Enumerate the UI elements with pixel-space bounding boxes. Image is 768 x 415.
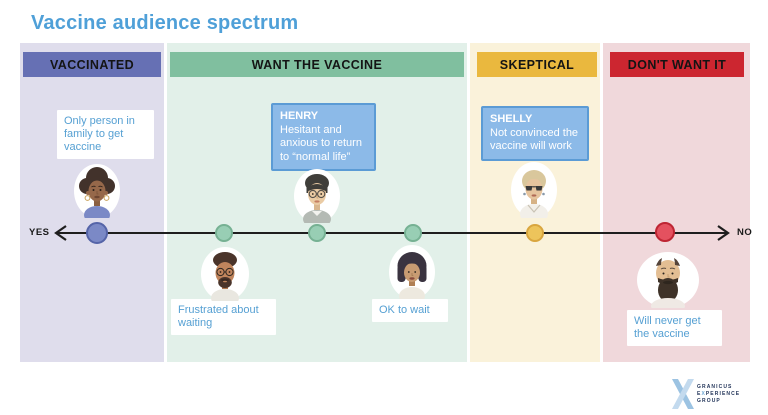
logo-line-3: GROUP (697, 397, 721, 404)
callout-henry: HENRY Hesitant and anxious to return to … (271, 103, 376, 171)
header-want-the-vaccine: WANT THE VACCINE (170, 52, 464, 77)
dot-frustrated (215, 224, 233, 242)
avatar-frustrated-man (201, 247, 249, 301)
spectrum-axis (54, 225, 730, 241)
callout-shelly-desc: Not convinced the vaccine will work (490, 126, 579, 153)
page-title: Vaccine audience spectrum (31, 12, 299, 34)
granicus-x-icon (672, 379, 694, 409)
granicus-logo-text: GRANICUS EXPERIENCE GROUP (697, 384, 740, 405)
avatar-never-man (637, 252, 699, 308)
dot-ok-to-wait (404, 224, 422, 242)
note-ok-to-wait: OK to wait (372, 299, 448, 322)
column-dont-want-it (603, 43, 750, 362)
avatar-vaccinated-woman (74, 164, 120, 218)
dot-shelly (526, 224, 544, 242)
callout-henry-desc: Hesitant and anxious to return to “norma… (280, 123, 362, 163)
note-only-person-in-family: Only person in family to get vaccine (57, 110, 154, 159)
note-frustrated-about-waiting: Frustrated about waiting (171, 299, 276, 335)
logo-line-1: GRANICUS (697, 383, 733, 390)
header-vaccinated: VACCINATED (23, 52, 161, 77)
avatar-ok-to-wait-woman (389, 245, 435, 299)
axis-no-label: NO (737, 227, 753, 238)
arrow-left-icon (54, 225, 67, 241)
callout-shelly-name: SHELLY (490, 113, 533, 125)
callout-henry-name: HENRY (280, 110, 319, 122)
avatar-henry (294, 169, 340, 223)
note-will-never-get-vaccine: Will never get the vaccine (627, 310, 722, 346)
dot-vaccinated (86, 222, 108, 244)
header-skeptical: SKEPTICAL (477, 52, 597, 77)
avatar-shelly (511, 162, 557, 218)
callout-shelly: SHELLY Not convinced the vaccine will wo… (481, 106, 589, 161)
arrow-right-icon (717, 225, 730, 241)
logo-line-2: EXPERIENCE (697, 390, 741, 397)
axis-yes-label: YES (29, 227, 50, 238)
granicus-logo: GRANICUS EXPERIENCE GROUP (672, 377, 760, 411)
dot-never (655, 222, 675, 242)
header-dont-want-it: DON'T WANT IT (610, 52, 744, 77)
dot-henry (308, 224, 326, 242)
